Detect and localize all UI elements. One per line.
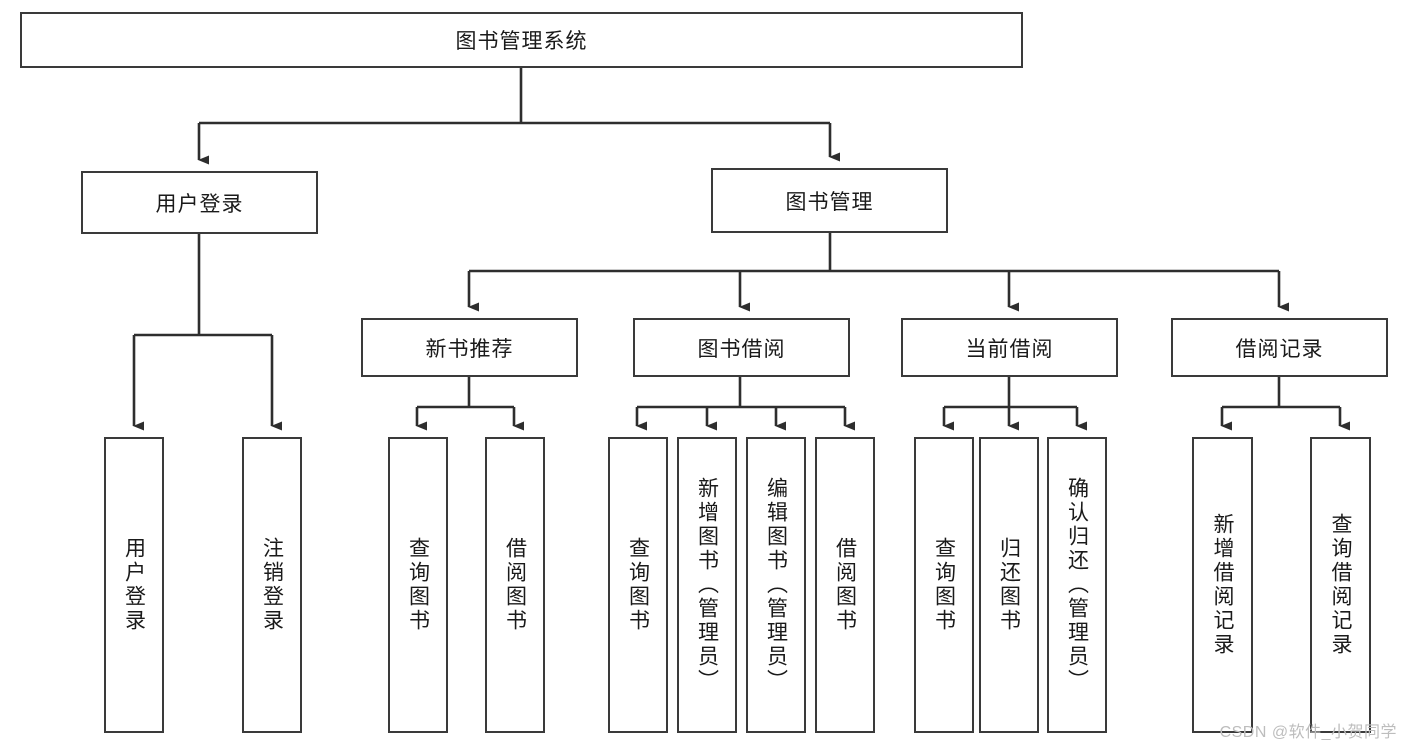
node-current-borrow[interactable]: 当前借阅 <box>901 318 1118 377</box>
node-root-label: 图书管理系统 <box>455 30 588 53</box>
node-leaf-edit-book-label: 编辑图书（管理员） <box>764 477 788 693</box>
node-leaf-query-book-3[interactable]: 查询图书 <box>914 437 974 733</box>
node-current-borrow-label: 当前借阅 <box>965 337 1054 361</box>
node-leaf-add-record[interactable]: 新增借阅记录 <box>1192 437 1253 733</box>
node-book-management[interactable]: 图书管理 <box>711 168 948 233</box>
node-borrow-record[interactable]: 借阅记录 <box>1171 318 1388 377</box>
node-new-book-recommend[interactable]: 新书推荐 <box>361 318 578 377</box>
node-new-book-recommend-label: 新书推荐 <box>425 337 514 361</box>
node-leaf-confirm-return[interactable]: 确认归还（管理员） <box>1047 437 1107 733</box>
node-leaf-user-login-label: 用户登录 <box>122 537 146 633</box>
node-leaf-user-login[interactable]: 用户登录 <box>104 437 164 733</box>
node-book-borrow-label: 图书借阅 <box>697 337 786 361</box>
node-leaf-confirm-return-label: 确认归还（管理员） <box>1065 477 1089 693</box>
node-leaf-query-book-1-label: 查询图书 <box>406 537 430 633</box>
node-leaf-add-record-label: 新增借阅记录 <box>1211 513 1234 657</box>
node-leaf-query-book-1[interactable]: 查询图书 <box>388 437 448 733</box>
node-leaf-return-book-label: 归还图书 <box>997 537 1021 633</box>
node-borrow-record-label: 借阅记录 <box>1235 337 1324 361</box>
node-leaf-query-book-2-label: 查询图书 <box>626 537 650 633</box>
watermark: CSDN @软件_小贺同学 <box>1219 724 1397 741</box>
node-leaf-query-book-2[interactable]: 查询图书 <box>608 437 668 733</box>
node-leaf-query-record[interactable]: 查询借阅记录 <box>1310 437 1371 733</box>
node-user-login-label: 用户登录 <box>155 192 244 216</box>
node-user-login[interactable]: 用户登录 <box>81 171 318 234</box>
node-leaf-borrow-book-1-label: 借阅图书 <box>503 537 527 633</box>
node-leaf-borrow-book-2[interactable]: 借阅图书 <box>815 437 875 733</box>
node-leaf-logout-label: 注销登录 <box>260 537 284 633</box>
node-root[interactable]: 图书管理系统 <box>20 12 1023 68</box>
node-leaf-borrow-book-2-label: 借阅图书 <box>833 537 857 633</box>
node-book-borrow[interactable]: 图书借阅 <box>633 318 850 377</box>
node-leaf-add-book[interactable]: 新增图书（管理员） <box>677 437 737 733</box>
node-leaf-edit-book[interactable]: 编辑图书（管理员） <box>746 437 806 733</box>
node-leaf-add-book-label: 新增图书（管理员） <box>695 477 719 693</box>
node-leaf-query-record-label: 查询借阅记录 <box>1329 513 1352 657</box>
node-leaf-logout[interactable]: 注销登录 <box>242 437 302 733</box>
node-book-management-label: 图书管理 <box>785 190 874 214</box>
node-leaf-return-book[interactable]: 归还图书 <box>979 437 1039 733</box>
node-leaf-query-book-3-label: 查询图书 <box>932 537 956 633</box>
node-leaf-borrow-book-1[interactable]: 借阅图书 <box>485 437 545 733</box>
